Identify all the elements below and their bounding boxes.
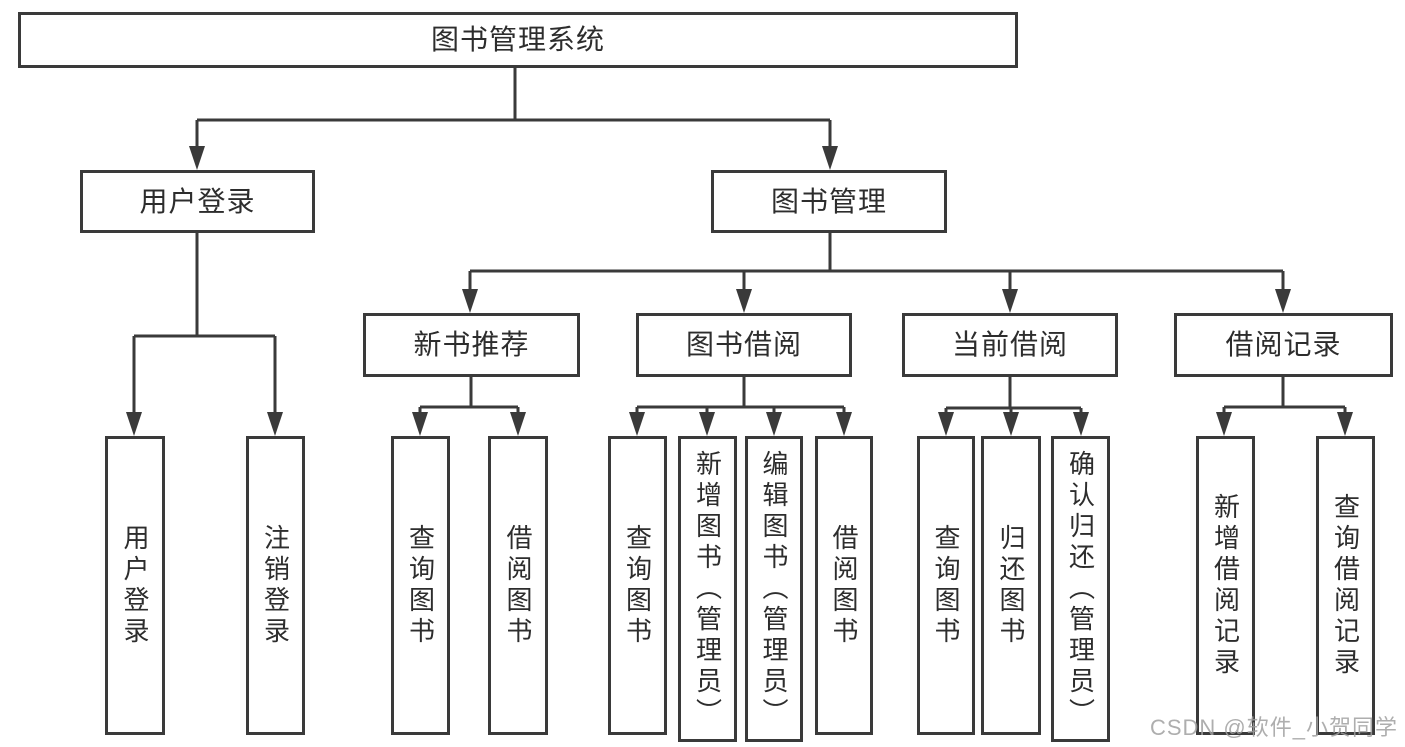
node-book-management: 图书管理	[711, 170, 947, 233]
leaf-bb-query-books: 查询图书	[608, 436, 667, 735]
leaf-bb-borrow-books: 借阅图书	[815, 436, 873, 735]
leaf-cb-return-books: 归还图书	[981, 436, 1041, 735]
connector-user-login-children	[126, 233, 283, 436]
node-new-book-recommend: 新书推荐	[363, 313, 580, 377]
leaf-br-query-borrow-record: 查询借阅记录	[1316, 436, 1375, 735]
leaf-nbr-query-books: 查询图书	[391, 436, 450, 735]
node-current-borrowing: 当前借阅	[902, 313, 1118, 377]
node-library-management-system: 图书管理系统	[18, 12, 1018, 68]
connector-borrowing-records-children	[1216, 377, 1353, 436]
connector-root-to-level2	[189, 68, 838, 170]
leaf-cb-confirm-return-admin: 确认归还（管理员）	[1051, 436, 1110, 742]
node-user-login: 用户登录	[80, 170, 315, 233]
leaf-nbr-borrow-books: 借阅图书	[488, 436, 548, 735]
leaf-bb-add-books-admin: 新增图书（管理员）	[678, 436, 737, 742]
leaf-user-login: 用户登录	[105, 436, 165, 735]
leaf-cb-query-books: 查询图书	[917, 436, 975, 735]
connector-book-management-children	[462, 233, 1291, 313]
csdn-watermark: CSDN @软件_小贺同学	[1149, 715, 1398, 740]
leaf-bb-edit-books-admin: 编辑图书（管理员）	[745, 436, 803, 742]
node-book-borrowing: 图书借阅	[636, 313, 852, 377]
connector-new-book-recommend-children	[412, 377, 526, 436]
leaf-logout: 注销登录	[246, 436, 305, 735]
connector-current-borrowing-children	[938, 377, 1089, 436]
node-borrowing-records: 借阅记录	[1174, 313, 1393, 377]
connector-book-borrowing-children	[629, 377, 852, 436]
leaf-br-add-borrow-record: 新增借阅记录	[1196, 436, 1255, 735]
